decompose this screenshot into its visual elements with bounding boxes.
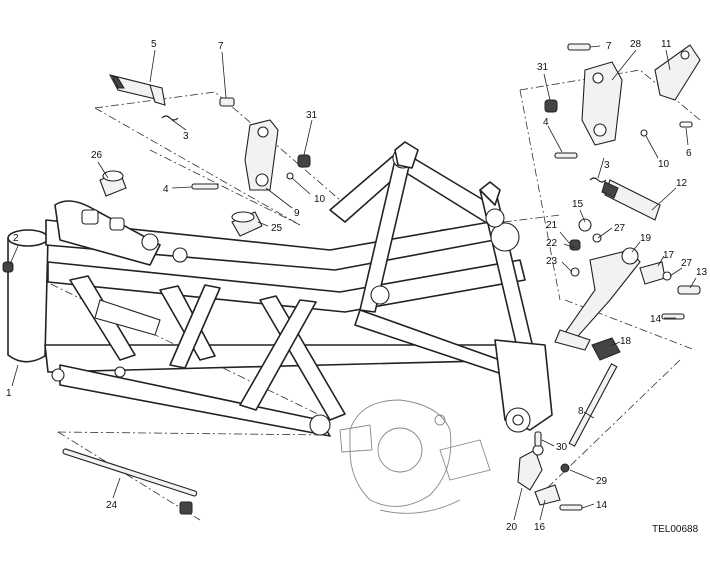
left-footpeg-assembly [2,74,311,273]
main-frame [7,141,553,437]
callout-12: 12 [676,178,688,189]
callout-4-right: 4 [543,117,549,128]
callout-28: 28 [630,39,642,50]
callout-20: 20 [506,522,518,533]
callout-31-right: 31 [537,62,549,73]
callout-31-left: 31 [306,110,318,121]
callout-26: 26 [91,150,103,161]
callout-16: 16 [534,522,546,533]
engine-ghost-outline [339,399,491,514]
callout-14-bottom: 14 [596,500,608,511]
callout-2: 2 [13,233,19,244]
callout-7-left: 7 [218,41,224,52]
callout-7-right: 7 [606,41,612,52]
leader-lines [9,45,697,521]
callout-25: 25 [271,223,283,234]
callout-labels: 5 7 3 31 26 4 10 9 25 2 1 24 31 4 7 28 1… [6,39,708,533]
callout-8: 8 [578,406,584,417]
callout-1: 1 [6,388,12,399]
callout-21: 21 [546,220,558,231]
callout-10-right: 10 [658,159,670,170]
callout-29: 29 [596,476,608,487]
callout-9: 9 [294,208,300,219]
callout-11: 11 [661,39,672,50]
callout-19: 19 [640,233,652,244]
callout-15: 15 [572,199,584,210]
callout-5: 5 [151,39,157,50]
callout-30: 30 [556,442,568,453]
callout-14-right: 14 [650,314,662,325]
callout-3-right: 3 [604,160,610,171]
callout-18: 18 [620,336,632,347]
callout-27-right: 27 [681,258,693,269]
callout-4-left: 4 [163,184,169,195]
callout-10-left: 10 [314,194,326,205]
callout-13: 13 [696,267,708,278]
right-footpeg-assembly [62,43,701,515]
callout-22: 22 [546,238,558,249]
callout-24: 24 [106,500,118,511]
callout-27-left: 27 [614,223,626,234]
callout-23: 23 [546,256,558,267]
callout-6: 6 [686,148,692,159]
drawing-code: TEL00688 [652,524,699,535]
callout-17: 17 [663,250,675,261]
callout-3-left: 3 [183,131,189,142]
